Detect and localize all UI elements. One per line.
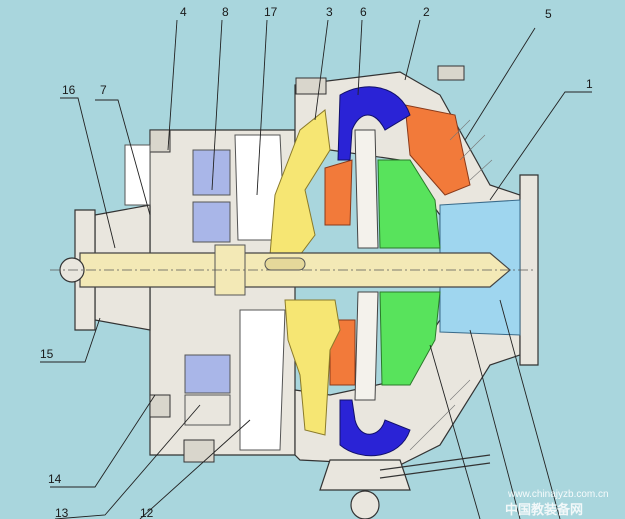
leader-12	[139, 419, 251, 519]
leader-16	[60, 97, 116, 249]
bearing-bottom-inner	[184, 354, 231, 394]
leader-15	[40, 317, 101, 363]
volute-orange-top-right	[404, 104, 471, 196]
bearing-top-inner	[192, 201, 231, 243]
label-13: 13	[55, 506, 69, 519]
bolt-bottom-left	[183, 439, 215, 463]
leader-1	[489, 91, 592, 201]
label-3: 3	[326, 5, 333, 19]
leader-11	[429, 344, 481, 519]
leader-lines	[40, 19, 592, 519]
drain-valve	[350, 454, 491, 519]
label-4: 4	[180, 5, 187, 19]
label-15: 15	[40, 347, 54, 361]
leader-4	[167, 19, 178, 151]
impeller-disc-bottom	[354, 291, 379, 401]
label-12: 12	[140, 506, 154, 519]
blue-passage-top	[337, 86, 411, 161]
bolt-right	[437, 65, 465, 81]
label-6: 6	[360, 5, 367, 19]
watermark-url: www.chinajyzb.com.cn	[507, 489, 609, 500]
label-14: 14	[48, 472, 62, 486]
leader-7	[95, 99, 151, 216]
label-17: 17	[264, 5, 278, 19]
leader-17	[256, 19, 268, 196]
label-7: 7	[100, 83, 107, 97]
leader-2	[404, 19, 421, 81]
cavity-bottom	[239, 309, 286, 451]
leader-3	[314, 19, 329, 121]
bearings	[184, 149, 231, 426]
bearing-bottom-outer	[184, 394, 231, 426]
shaft-keyway	[264, 257, 306, 271]
leader-5	[464, 27, 536, 141]
drain-lever	[379, 454, 491, 471]
return-channel-yellow-top	[269, 109, 331, 256]
hatching	[409, 119, 493, 451]
leader-10	[469, 329, 521, 519]
diffuser-orange-top	[324, 159, 353, 226]
bolt-left	[295, 77, 327, 95]
return-channel-yellow-bottom	[284, 299, 341, 436]
impeller-disc-top	[354, 129, 379, 249]
leader-14	[50, 394, 156, 488]
label-8: 8	[222, 5, 229, 19]
housing-cavities	[124, 134, 286, 451]
impeller-eye-bottom	[379, 291, 441, 386]
watermark-cn: 中国教装备网	[505, 502, 583, 518]
bolt-housing-bottom	[149, 394, 171, 418]
bolt-housing-top	[149, 129, 171, 153]
leader-13	[54, 404, 201, 519]
label-16: 16	[62, 83, 76, 97]
leader-9	[499, 299, 561, 519]
blue-passage-bottom	[339, 399, 411, 457]
impeller-eye-top	[377, 159, 441, 249]
leader-6	[357, 19, 363, 96]
pump-foot	[319, 459, 411, 491]
label-5: 5	[545, 7, 552, 21]
cavity-left-top	[124, 144, 151, 206]
label-2: 2	[423, 5, 430, 19]
drain-valve-wheel	[350, 490, 380, 519]
part-labels: 4 8 17 3 6 2 5 1 16 7 15 14 13 12	[40, 5, 593, 519]
label-1: 1	[586, 77, 593, 91]
bearing-top-outer	[192, 149, 231, 196]
leader-8	[211, 19, 223, 191]
